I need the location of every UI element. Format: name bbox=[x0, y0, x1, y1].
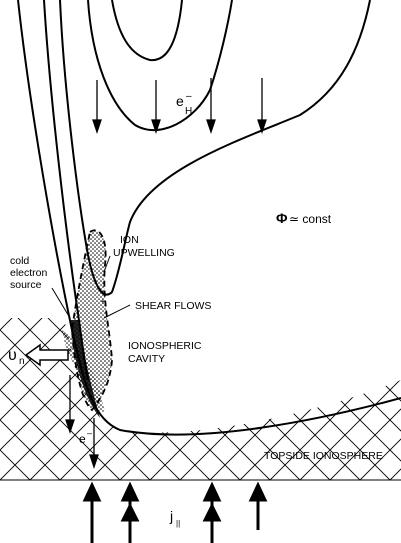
cold-electron-arrows bbox=[65, 375, 99, 470]
label-ion-upwelling: ION UPWELLING bbox=[113, 234, 175, 259]
pointer-lines bbox=[51, 255, 131, 319]
svg-text:cold: cold bbox=[10, 255, 29, 267]
svg-text:H: H bbox=[185, 106, 192, 117]
svg-text:e: e bbox=[176, 93, 184, 109]
svg-text:Φ: Φ bbox=[276, 210, 288, 226]
svg-text:CAVITY: CAVITY bbox=[128, 353, 165, 365]
label-equipotential: Φ ≃ const bbox=[276, 210, 332, 226]
label-shear-flows: SHEAR FLOWS bbox=[135, 300, 211, 312]
svg-text:–: – bbox=[87, 428, 92, 438]
label-cold-electron-source: cold electron source bbox=[10, 255, 48, 291]
svg-text:IONOSPHERIC: IONOSPHERIC bbox=[128, 340, 202, 352]
svg-text:ION: ION bbox=[120, 234, 139, 246]
svg-text:–: – bbox=[186, 91, 192, 102]
svg-text:||: || bbox=[176, 519, 180, 528]
svg-text:source: source bbox=[10, 279, 42, 291]
svg-text:n: n bbox=[19, 356, 25, 367]
svg-text:≃ const: ≃ const bbox=[289, 212, 332, 226]
label-parallel-current: j || bbox=[169, 508, 180, 528]
neutral-wind-arrow bbox=[24, 343, 69, 367]
field-aligned-current-arrows bbox=[82, 481, 268, 543]
label-topside-ionosphere: TOPSIDE IONOSPHERE bbox=[264, 450, 383, 462]
cavity-region bbox=[62, 229, 113, 418]
svg-text:υ: υ bbox=[8, 347, 17, 364]
svg-text:UPWELLING: UPWELLING bbox=[113, 247, 175, 259]
label-cold-electrons: e – bbox=[79, 428, 92, 446]
svg-text:electron: electron bbox=[10, 267, 48, 279]
hot-electron-arrows bbox=[92, 78, 267, 135]
label-plus: + bbox=[100, 297, 106, 308]
svg-text:e: e bbox=[79, 432, 86, 446]
label-hot-electrons: e – H bbox=[176, 91, 192, 117]
label-neutral-wind: υ n bbox=[8, 347, 25, 367]
label-ionospheric-cavity: IONOSPHERIC CAVITY bbox=[128, 340, 202, 365]
svg-text:j: j bbox=[169, 508, 173, 524]
